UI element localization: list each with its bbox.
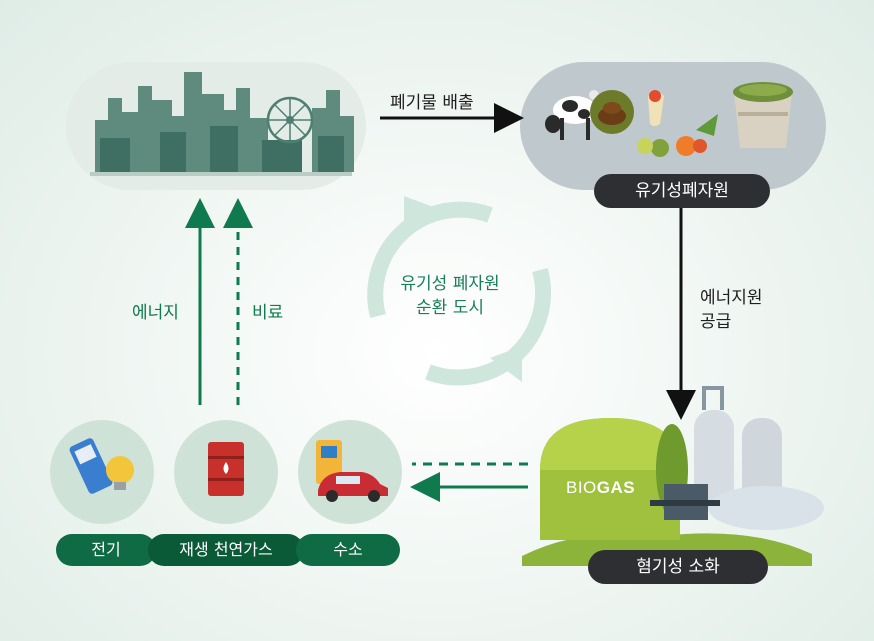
flow-label-fertilizer: 비료 [252,303,284,323]
waste-bucket-icon [733,82,793,148]
cycle-arrowhead-top [404,196,436,232]
cycle-arrowhead-bottom [490,346,522,382]
battery-bulb-icon [69,438,134,494]
biogas-sign-bio: BIO [566,478,597,497]
flow-label-waste-emission: 폐기물 배출 [390,93,474,113]
biogas-plant [522,386,824,566]
organic-waste-panel [520,62,826,190]
city-panel [66,62,366,190]
manure-icon [590,90,634,134]
organic-waste-pill: 유기성폐자원 [594,174,770,208]
cycle-line-1: 유기성 폐자원 [400,274,500,294]
flow-label-energy-supply: 에너지원 공급 [700,288,763,332]
cow-icon [545,90,599,140]
product-hydrogen-pill: 수소 [296,534,400,566]
product-electricity-pill: 전기 [56,534,156,566]
gas-barrel-icon [208,442,244,496]
product-renewable-gas-pill: 재생 천연가스 [148,534,304,566]
biogas-sign: BIOGAS [566,478,635,498]
biogas-sign-gas: GAS [596,478,636,497]
anaerobic-digestion-pill: 혐기성 소화 [588,550,768,584]
cycle-line-2: 순환 도시 [416,298,484,318]
food-scraps-icon [637,90,718,157]
hydrogen-car-icon [316,440,388,502]
cycle-label: 유기성 폐자원 순환 도시 [370,272,530,320]
flow-label-energy: 에너지 [132,303,179,323]
